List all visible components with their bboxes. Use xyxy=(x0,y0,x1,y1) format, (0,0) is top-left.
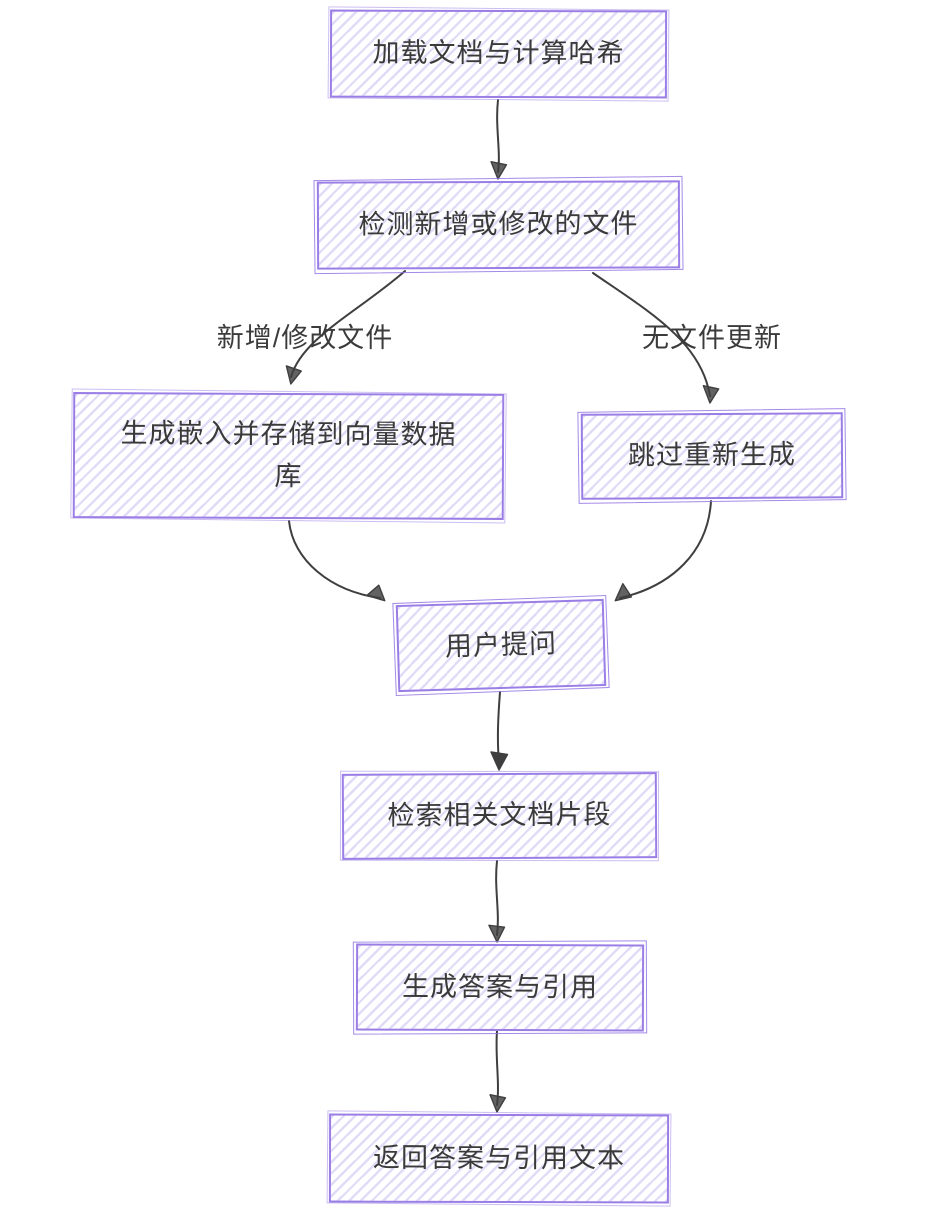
node-skip-regen-label: 跳过重新生成 xyxy=(627,439,797,471)
node-load-hash: 加载文档与计算哈希 xyxy=(329,9,668,99)
edge-ask-retrieve xyxy=(496,691,501,764)
node-retrieve-label: 检索相关文档片段 xyxy=(387,799,612,831)
edge-detect-embed xyxy=(290,270,406,378)
node-skip-regen: 跳过重新生成 xyxy=(580,412,844,500)
arrowhead-embed-ask xyxy=(366,584,386,602)
arrowhead-load-detect xyxy=(490,161,508,180)
arrowhead-detect-skip xyxy=(702,384,720,404)
node-detect: 检测新增或修改的文件 xyxy=(316,180,681,270)
node-detect-label: 检测新增或修改的文件 xyxy=(358,208,639,240)
node-user-ask: 用户提问 xyxy=(395,598,607,693)
arrowhead-retrieve-generate xyxy=(488,924,506,943)
arrowhead-detect-embed xyxy=(285,365,302,385)
node-generate: 生成答案与引用 xyxy=(355,943,645,1032)
arrowhead-skip-ask xyxy=(614,583,633,602)
node-return-label: 返回答案与引用文本 xyxy=(372,1142,626,1173)
edge-retrieve-generate xyxy=(495,860,499,936)
node-load-hash-label: 加载文档与计算哈希 xyxy=(372,37,625,69)
node-user-ask-label: 用户提问 xyxy=(444,627,558,662)
edge-embed-ask xyxy=(288,520,381,599)
node-retrieve: 检索相关文档片段 xyxy=(341,772,658,860)
node-embed-store-label: 生成嵌入并存储到向量数据库 xyxy=(120,418,457,492)
edge-label-new-modified: 新增/修改文件 xyxy=(216,323,394,353)
node-embed-store: 生成嵌入并存储到向量数据库 xyxy=(72,392,505,520)
node-return: 返回答案与引用文本 xyxy=(328,1113,670,1204)
edge-detect-skip xyxy=(592,272,711,397)
arrowhead-generate-return xyxy=(489,1094,507,1113)
node-generate-label: 生成答案与引用 xyxy=(401,971,599,1002)
edge-label-no-update: 无文件更新 xyxy=(642,323,782,353)
arrowhead-ask-retrieve xyxy=(490,751,509,771)
edge-load-detect xyxy=(496,99,500,173)
edge-generate-return xyxy=(495,1030,499,1106)
edge-skip-ask xyxy=(619,500,712,599)
